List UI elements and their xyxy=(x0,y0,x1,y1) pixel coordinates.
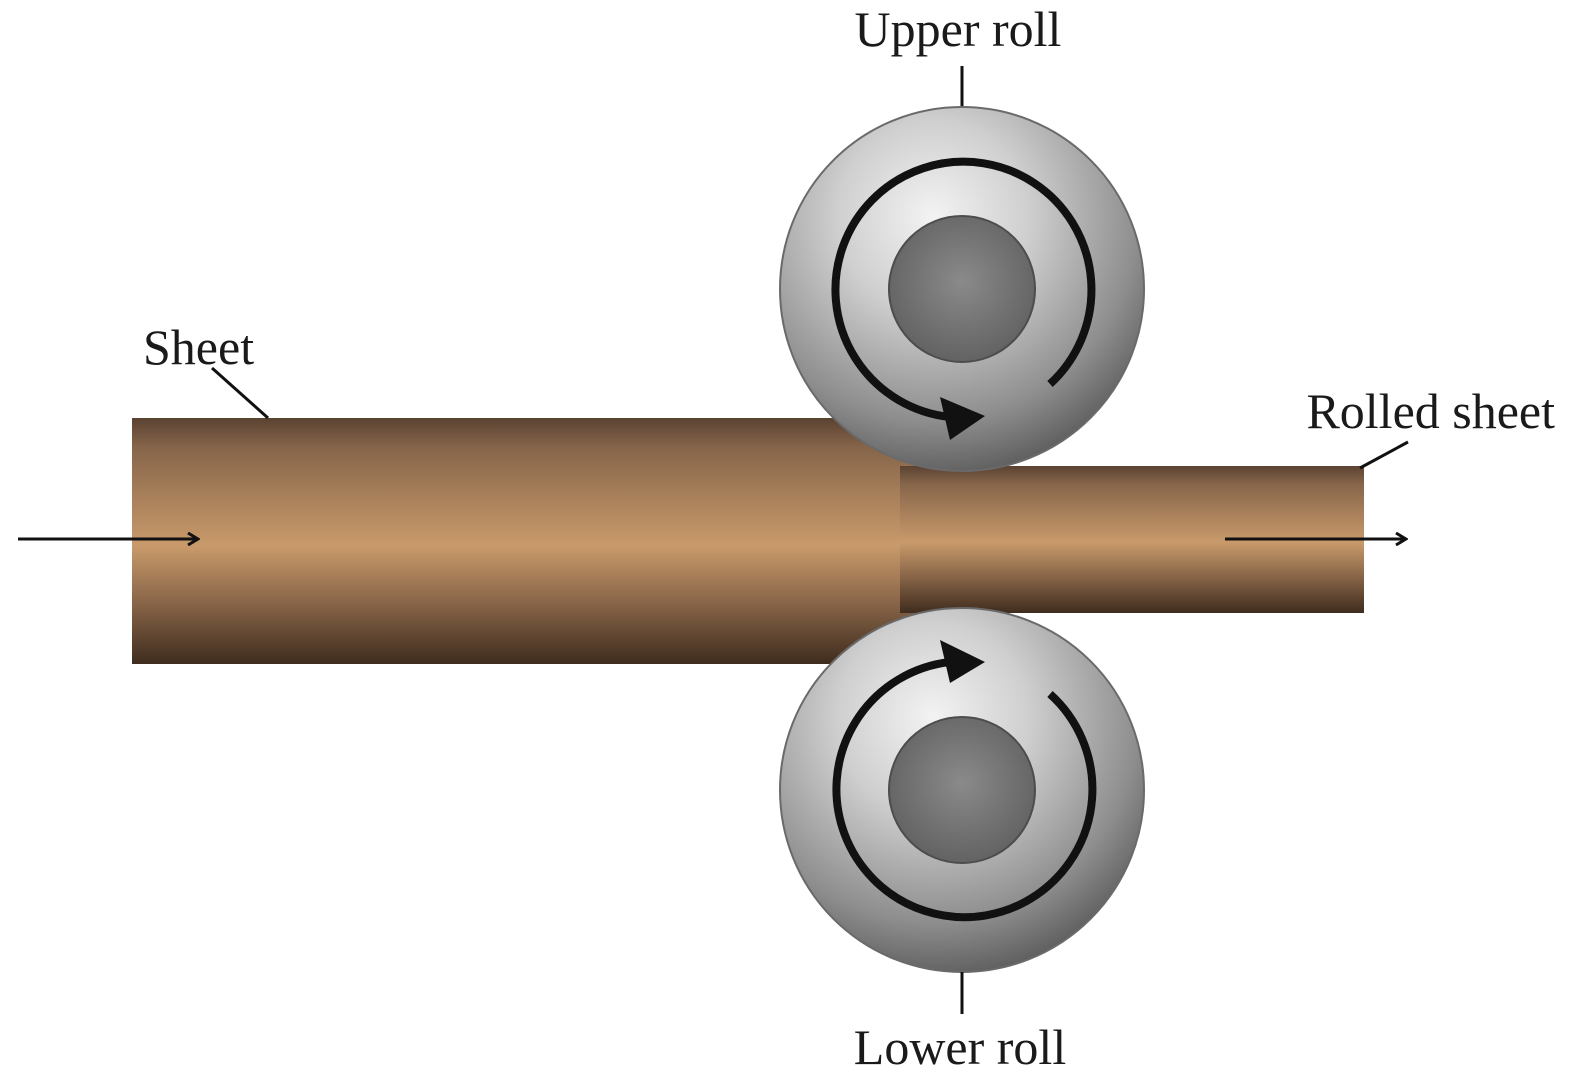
upper-roll xyxy=(779,106,1145,472)
upper-roll-hub xyxy=(888,215,1036,363)
rolled-sheet-leader xyxy=(1359,440,1409,470)
upper-roll-rotation-arrow xyxy=(831,157,1096,421)
lower-roll-hub xyxy=(888,716,1036,864)
upper-roll-arrowhead xyxy=(940,397,985,440)
lower-roll-label: Lower roll xyxy=(854,1019,1066,1075)
lower-roll-rotation-arrow xyxy=(832,658,1097,922)
lower-roll-arrowhead xyxy=(940,640,985,683)
upper-roll-label: Upper roll xyxy=(855,1,1062,57)
sheet-label: Sheet xyxy=(143,319,254,375)
lower-roll xyxy=(779,607,1145,973)
rolled-sheet-label: Rolled sheet xyxy=(1306,383,1555,439)
sheet-body xyxy=(132,418,962,664)
sheet-leader xyxy=(211,366,269,420)
